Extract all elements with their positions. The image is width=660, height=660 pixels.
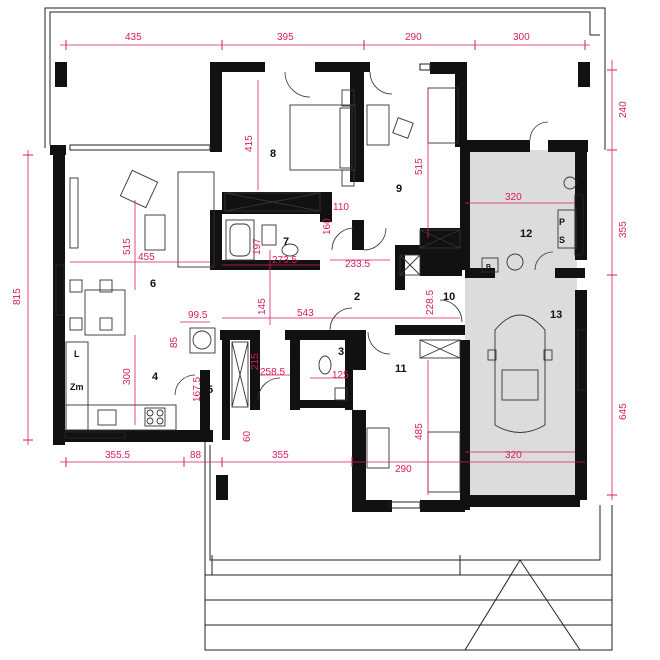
dim-top-4: 300 [513,32,530,43]
dim-543: 543 [297,308,314,319]
room-label-12: 12 [520,228,532,240]
room-label-3: 3 [338,346,344,358]
dim-60: 60 [242,430,253,442]
room-label-1: 1 [291,346,297,358]
dim-455: 455 [138,252,155,263]
doors [174,71,554,401]
dim-320-garage: 320 [505,192,522,203]
dim-85: 85 [169,336,180,348]
dim-485: 485 [414,423,425,440]
terrace-outline [44,7,606,150]
bottom-terrace-outline [204,440,613,651]
dim-bottom-1: 355.5 [105,450,130,461]
dim-145: 145 [257,298,268,315]
dim-bottom-4: 290 [395,464,412,475]
walls [50,62,590,512]
dim-top-1: 435 [125,32,142,43]
dim-top-2: 395 [277,32,294,43]
room-label-5: 5 [207,384,213,396]
dim-515-bedroom: 515 [414,158,425,175]
fixture-zm: Zm [70,382,84,392]
dim-995: 99.5 [188,310,208,321]
room-label-10: 10 [443,291,455,303]
fixture-l: L [74,349,80,359]
windows [55,63,587,509]
dim-right-3: 645 [618,403,629,420]
room-label-4: 4 [152,371,159,383]
dim-2335: 233.5 [345,259,370,270]
room-label-11: 11 [395,363,407,375]
dim-bottom-3: 355 [272,450,289,461]
dim-top-3: 290 [405,32,422,43]
dim-515-living: 515 [122,238,133,255]
dim-right-1: 240 [618,101,629,118]
garage-floor [465,150,577,500]
dim-160: 160 [322,218,333,235]
dim-2285: 228.5 [425,290,436,315]
room-label-9: 9 [396,183,402,195]
fixture-p: P [559,217,565,227]
dim-bottom-2: 88 [190,450,202,461]
dim-110: 110 [333,202,349,213]
dim-right-2: 355 [618,221,629,238]
dim-300: 300 [122,368,133,385]
room-label-13: 13 [550,309,562,321]
dim-bottom-5: 320 [505,450,522,461]
fixture-s: S [559,235,565,245]
dim-left-overall: 815 [12,288,23,305]
dim-415: 415 [244,135,255,152]
dim-2585: 258.5 [260,367,285,378]
room-label-6: 6 [150,278,156,290]
dim-2735: 273.5 [272,255,297,266]
dim-215: 215 [250,353,261,370]
dim-125: 125 [332,370,349,381]
room-label-2: 2 [354,291,360,303]
room-label-7: 7 [283,236,289,248]
dimension-lines [23,40,617,500]
fixture-b: B [486,264,491,271]
room-label-8: 8 [270,148,276,160]
dim-1675: 167.5 [192,377,203,402]
dim-197: 197 [252,238,263,255]
